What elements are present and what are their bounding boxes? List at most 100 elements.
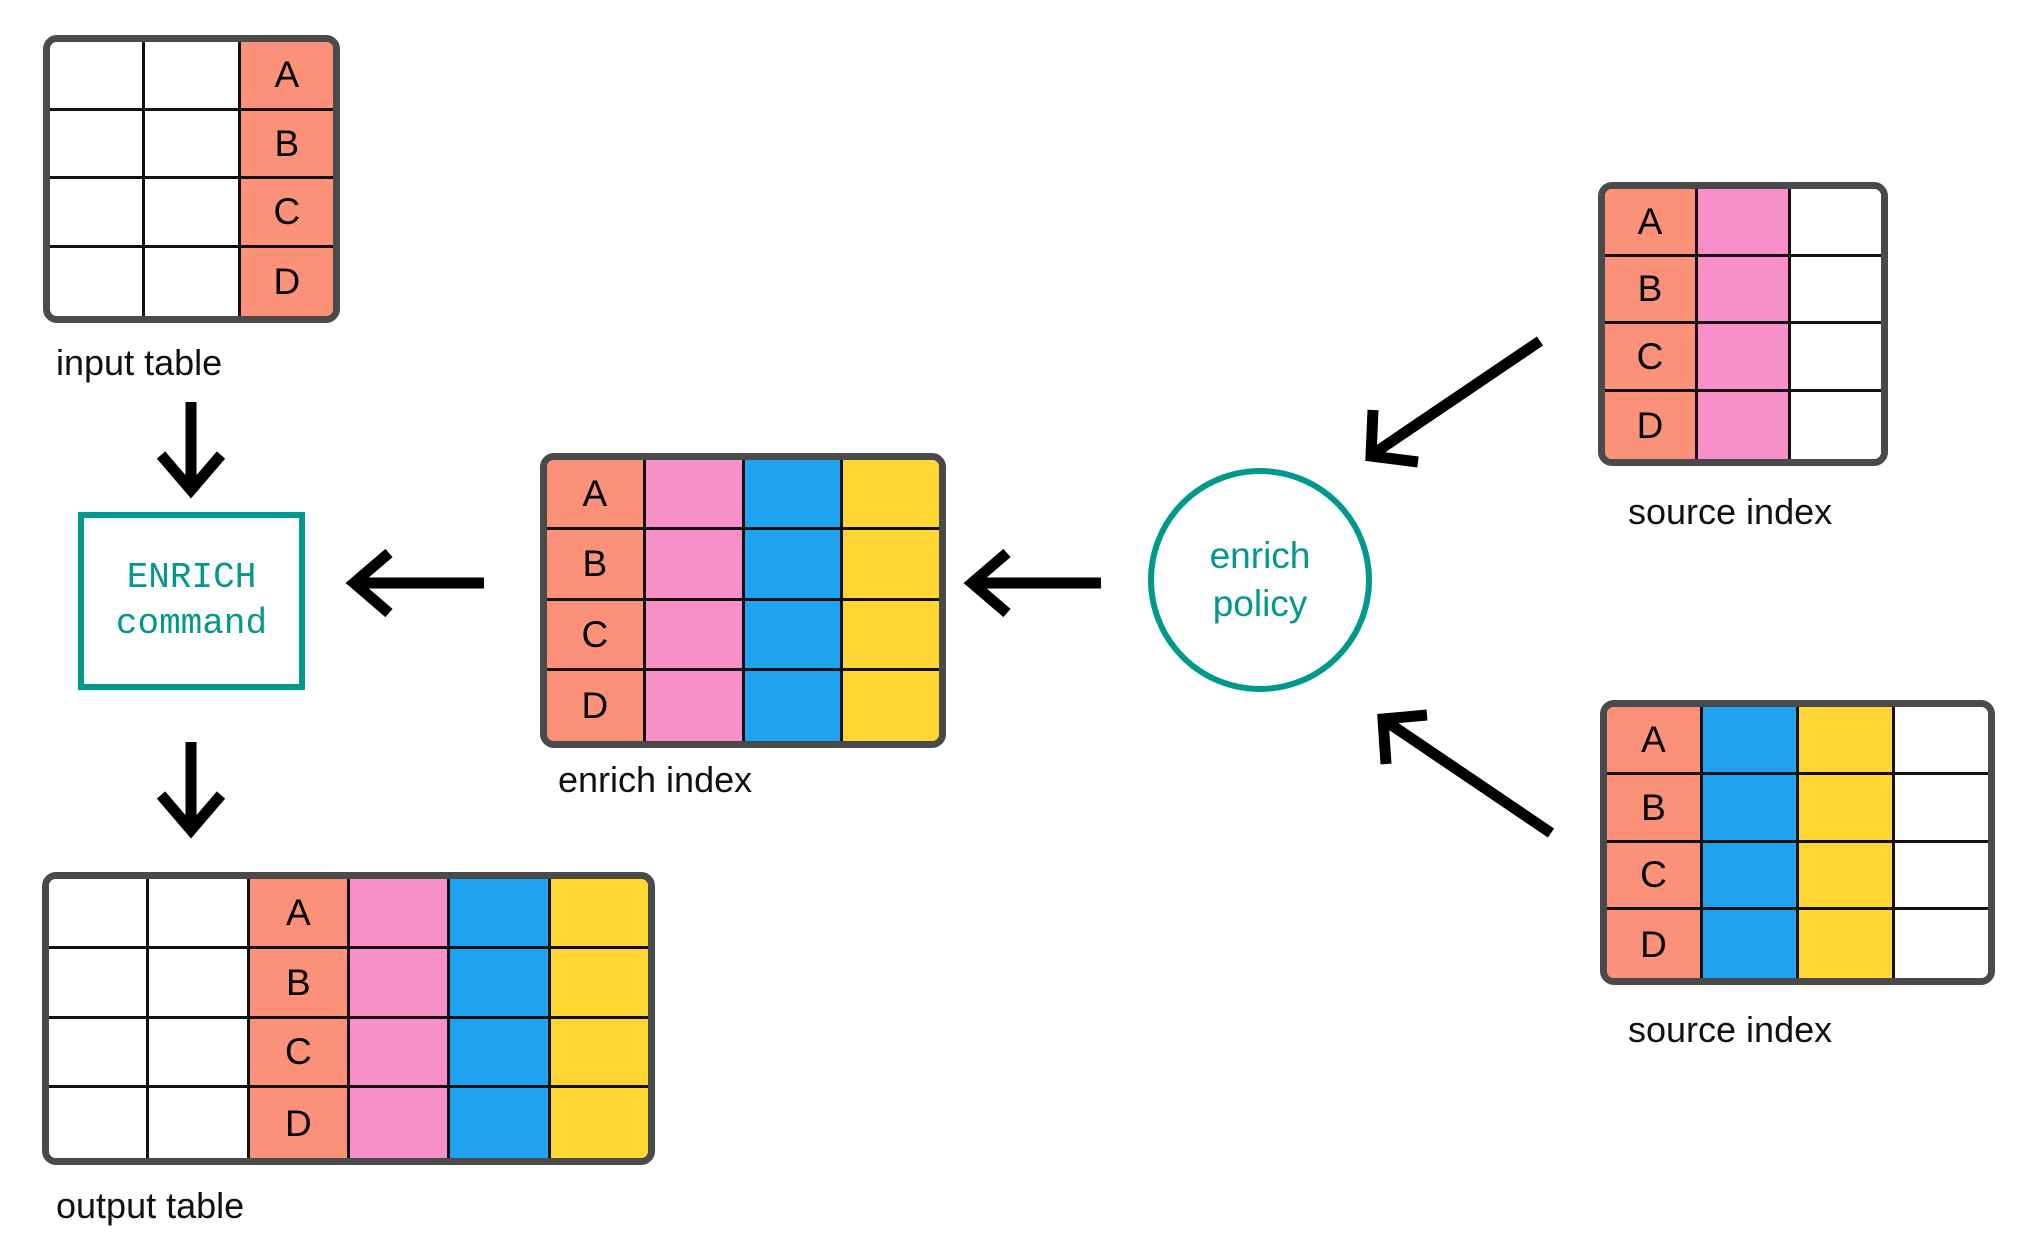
table-cell	[145, 179, 241, 248]
enrich-command-box[interactable]: ENRICH command	[78, 512, 305, 690]
input-to-command-arrow	[156, 402, 226, 499]
enrich-command-line1: ENRICH	[126, 556, 257, 598]
enrich-index-caption: enrich index	[558, 759, 753, 800]
table-cell-key: D	[547, 670, 646, 741]
table-row: D	[547, 670, 939, 741]
source-index-top-to-policy-arrow	[1365, 336, 1544, 468]
table-row: D	[49, 1088, 648, 1158]
table-cell	[1799, 774, 1895, 843]
table-cell-key: D	[249, 1088, 350, 1158]
table-cell-key: D	[240, 247, 333, 316]
table-cell	[843, 670, 939, 741]
table-cell	[1799, 707, 1895, 775]
table-cell	[49, 948, 150, 1019]
table-cell	[843, 530, 939, 601]
table-cell	[149, 1088, 250, 1158]
table-cell	[1703, 910, 1799, 978]
table-cell	[450, 1018, 551, 1089]
table-row: C	[50, 179, 333, 248]
source-index-bottom-caption: source index	[1628, 1009, 1833, 1050]
table-cell-key: C	[547, 600, 646, 671]
table-row: C	[1605, 324, 1881, 392]
table-cell	[50, 247, 146, 316]
table-cell	[843, 460, 939, 531]
table-cell-key: C	[240, 179, 333, 248]
table-cell	[1791, 324, 1881, 392]
table-cell	[1698, 324, 1791, 392]
table-cell	[49, 879, 150, 949]
table-cell	[50, 179, 146, 248]
table-cell	[744, 530, 844, 601]
table-cell	[744, 670, 844, 741]
table-row: B	[1607, 774, 1988, 843]
table-cell	[1791, 189, 1881, 257]
table-cell	[349, 948, 451, 1019]
table-row: B	[50, 110, 333, 179]
enrich-policy-line1: enrich	[1209, 534, 1311, 576]
input-table-caption: input table	[56, 342, 223, 383]
table-cell	[349, 879, 451, 949]
table-cell	[550, 1018, 648, 1089]
table-cell	[149, 1018, 250, 1089]
table-cell	[1791, 256, 1881, 324]
table-cell-key: A	[1607, 707, 1703, 775]
source-index-bottom-to-policy-arrow	[1377, 709, 1555, 838]
table-row: D	[1607, 910, 1988, 978]
table-cell	[450, 1088, 551, 1158]
table-row: A	[547, 460, 939, 531]
table-row: A	[1607, 707, 1988, 775]
table-cell	[349, 1088, 451, 1158]
table-cell	[50, 110, 146, 179]
table-cell	[450, 948, 551, 1019]
table-cell-key: C	[249, 1018, 350, 1089]
table-cell	[1895, 774, 1988, 843]
table-cell-key: B	[1605, 256, 1698, 324]
table-cell	[1703, 707, 1799, 775]
table-cell-key: B	[1607, 774, 1703, 843]
table-cell	[1895, 910, 1988, 978]
table-cell	[1799, 910, 1895, 978]
table-cell	[550, 1088, 648, 1158]
table-cell	[145, 110, 241, 179]
table-row: A	[49, 879, 648, 949]
enrich-command-line2: command	[115, 603, 268, 644]
table-cell	[49, 1018, 150, 1089]
table-row: A	[50, 42, 333, 111]
table-row: C	[49, 1018, 648, 1089]
table-cell	[645, 530, 745, 601]
table-row: D	[50, 247, 333, 316]
table-cell	[1791, 391, 1881, 459]
table-cell-key: A	[249, 879, 350, 949]
table-cell	[145, 42, 241, 111]
enrich-policy-circle[interactable]: enrich policy	[1148, 468, 1372, 692]
table-cell-key: D	[1607, 910, 1703, 978]
table-cell	[1698, 189, 1791, 257]
output-table-caption: output table	[56, 1185, 245, 1226]
table-cell-key: A	[240, 42, 333, 111]
table-cell	[645, 460, 745, 531]
table-cell	[349, 1018, 451, 1089]
table-cell-key: C	[1607, 842, 1703, 911]
table-cell	[149, 948, 250, 1019]
table-cell	[1698, 391, 1791, 459]
table-cell	[450, 879, 551, 949]
table-cell	[1703, 842, 1799, 911]
table-row: C	[547, 600, 939, 671]
table-cell	[1895, 707, 1988, 775]
table-cell	[550, 879, 648, 949]
table-cell-key: B	[547, 530, 646, 601]
table-cell	[1698, 256, 1791, 324]
table-row: B	[49, 948, 648, 1019]
table-cell-key: A	[1605, 189, 1698, 257]
table-cell	[550, 948, 648, 1019]
table-cell	[1895, 842, 1988, 911]
table-cell-key: C	[1605, 324, 1698, 392]
table-row: B	[547, 530, 939, 601]
enrich-index-to-command-arrow	[345, 548, 484, 618]
policy-to-enrich-index-arrow	[963, 548, 1101, 618]
table-cell	[145, 247, 241, 316]
